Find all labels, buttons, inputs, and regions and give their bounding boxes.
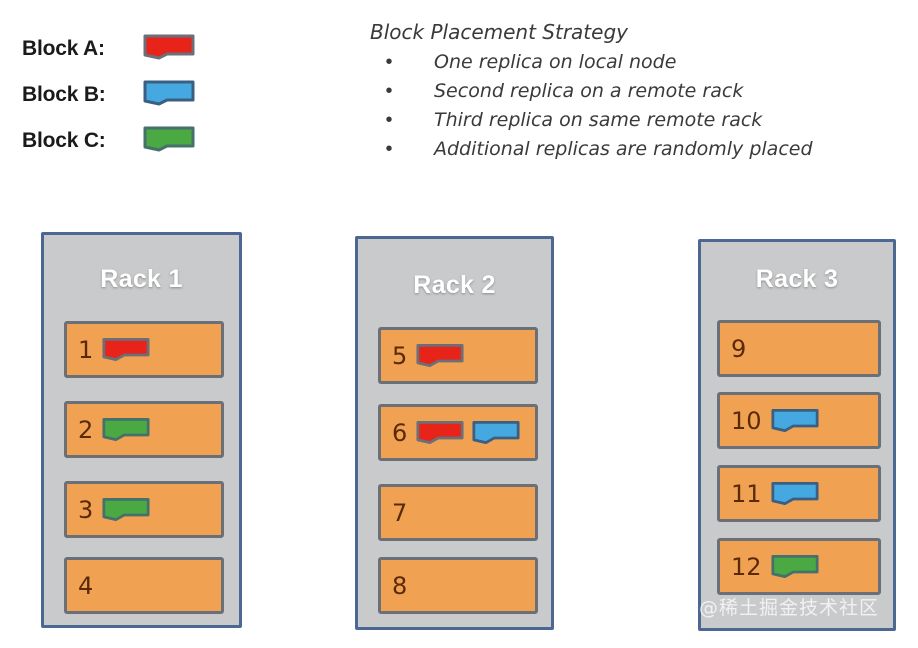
node-12-blocks [771,554,819,579]
strategy-title: Block Placement Strategy [370,20,628,44]
bullet-icon: • [385,109,393,131]
node-5[interactable]: 5 [378,327,538,384]
block-b-swatch [143,80,195,111]
legend-label-block-b: Block B: [22,83,106,106]
legend-label-block-a: Block A: [22,37,105,60]
rack-3[interactable]: Rack 3 9 10 11 12 @稀土掘金技术社区 [698,239,896,631]
legend-row-block-a: Block A: [22,26,242,72]
legend-row-block-b: Block B: [22,72,242,118]
strategy-item-4: • Additional replicas are randomly place… [370,136,915,162]
node-8-number: 8 [392,571,408,600]
node-3[interactable]: 3 [64,481,224,538]
node-2[interactable]: 2 [64,401,224,458]
block-legend: Block A: Block B: Block C: [22,26,242,164]
node-4-number: 4 [78,571,94,600]
block-a-shape [416,343,464,368]
node-11-number: 11 [731,479,762,508]
bullet-icon: • [385,51,393,73]
node-1-blocks [102,337,150,362]
node-11-blocks [771,481,819,506]
node-10-number: 10 [731,406,762,435]
strategy-item-1-text: One replica on local node [434,51,677,73]
bullet-icon: • [385,80,393,102]
legend-label-block-c: Block C: [22,129,106,152]
node-7-number: 7 [392,498,408,527]
rack-1-title: Rack 1 [100,265,183,293]
block-c-shape [102,417,150,442]
node-12[interactable]: 12 [717,538,881,595]
node-3-number: 3 [78,495,94,524]
block-c-shape [102,497,150,522]
block-a-shape [416,420,464,445]
legend-row-block-c: Block C: [22,118,242,164]
strategy-item-2-text: Second replica on a remote rack [434,80,744,102]
strategy-item-1: • One replica on local node [370,49,915,75]
node-4[interactable]: 4 [64,557,224,614]
block-b-shape [771,408,819,433]
rack-1[interactable]: Rack 1 1 2 3 4 [41,232,242,628]
node-1[interactable]: 1 [64,321,224,378]
rack-2[interactable]: Rack 2 5 6 7 8 [355,236,554,630]
node-9-number: 9 [731,334,747,363]
node-5-blocks [416,343,464,368]
block-c-shape [771,554,819,579]
strategy-item-4-text: Additional replicas are randomly placed [434,138,813,160]
node-6-number: 6 [392,418,408,447]
node-8[interactable]: 8 [378,557,538,614]
node-6[interactable]: 6 [378,404,538,461]
node-10-blocks [771,408,819,433]
strategy-item-3-text: Third replica on same remote rack [434,109,763,131]
block-a-shape [102,337,150,362]
block-placement-strategy: Block Placement Strategy • One replica o… [370,20,915,162]
block-b-shape [771,481,819,506]
node-1-number: 1 [78,335,94,364]
block-b-shape [472,420,520,445]
node-6-blocks [416,420,520,445]
block-a-swatch [143,34,195,65]
rack-2-title: Rack 2 [413,271,496,299]
block-c-swatch [143,126,195,157]
node-3-blocks [102,497,150,522]
rack-3-title: Rack 3 [755,265,839,293]
strategy-item-3: • Third replica on same remote rack [370,107,915,133]
node-5-number: 5 [392,341,408,370]
watermark: @稀土掘金技术社区 [698,597,879,619]
node-7[interactable]: 7 [378,484,538,541]
node-9[interactable]: 9 [717,320,881,377]
strategy-item-2: • Second replica on a remote rack [370,78,915,104]
node-2-number: 2 [78,415,94,444]
node-2-blocks [102,417,150,442]
node-10[interactable]: 10 [717,392,881,449]
node-11[interactable]: 11 [717,465,881,522]
node-12-number: 12 [731,552,762,581]
bullet-icon: • [385,138,393,160]
